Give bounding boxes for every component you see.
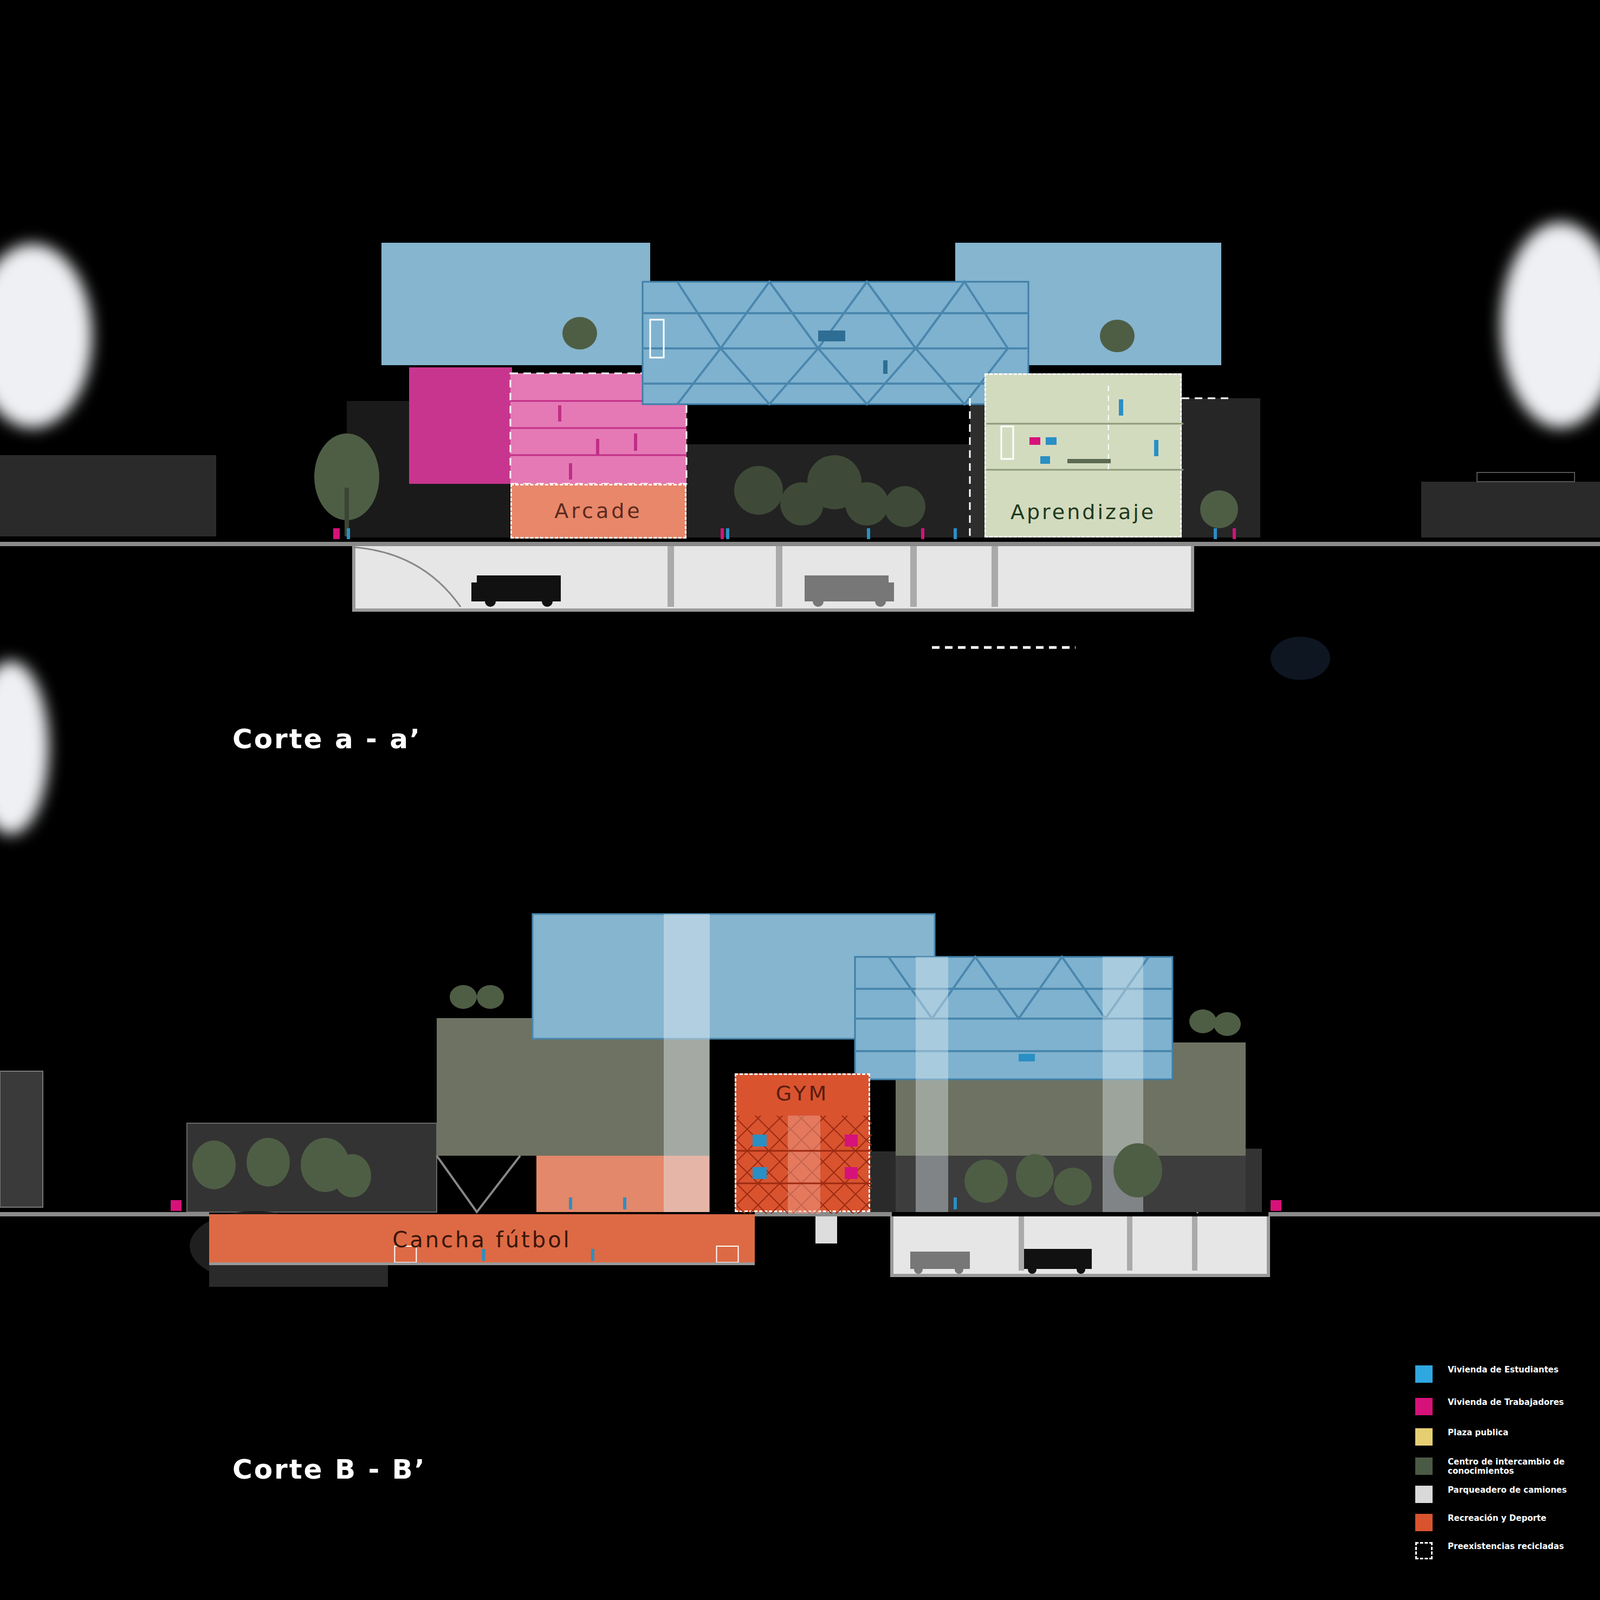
legend-text: Plaza publica — [1447, 1428, 1573, 1438]
legend-swatch — [1415, 1457, 1433, 1475]
legend-swatch — [1415, 1485, 1433, 1504]
program-box: GYM — [734, 1073, 871, 1213]
legend-text: Preexistencias recicladas — [1447, 1542, 1573, 1552]
legend-swatch — [1415, 1365, 1433, 1383]
legend-swatch — [1415, 1542, 1433, 1560]
program-band: Cancha fútbol — [209, 1214, 755, 1266]
section-title: Corte a - a’ — [232, 723, 422, 755]
program-box: Arcade — [510, 483, 687, 539]
section-label: GYM — [775, 1082, 830, 1106]
legend-swatch — [1415, 1428, 1433, 1446]
legend-text: Parqueadero de camiones — [1447, 1485, 1573, 1495]
legend-text: Vivienda de Trabajadores — [1447, 1397, 1573, 1408]
section-label: Arcade — [554, 500, 643, 523]
legend-swatch — [1415, 1397, 1433, 1416]
legend-swatch — [1415, 1513, 1433, 1532]
legend-text: Centro de intercambio de conocimientos — [1447, 1457, 1573, 1476]
section-title: Corte B - B’ — [232, 1453, 427, 1486]
legend-text: Vivienda de Estudiantes — [1447, 1365, 1573, 1375]
program-box: Aprendizaje — [984, 373, 1182, 538]
section-label: Cancha fútbol — [392, 1227, 572, 1252]
legend-text: Recreación y Deporte — [1447, 1513, 1573, 1524]
section-label: Aprendizaje — [1010, 501, 1156, 524]
